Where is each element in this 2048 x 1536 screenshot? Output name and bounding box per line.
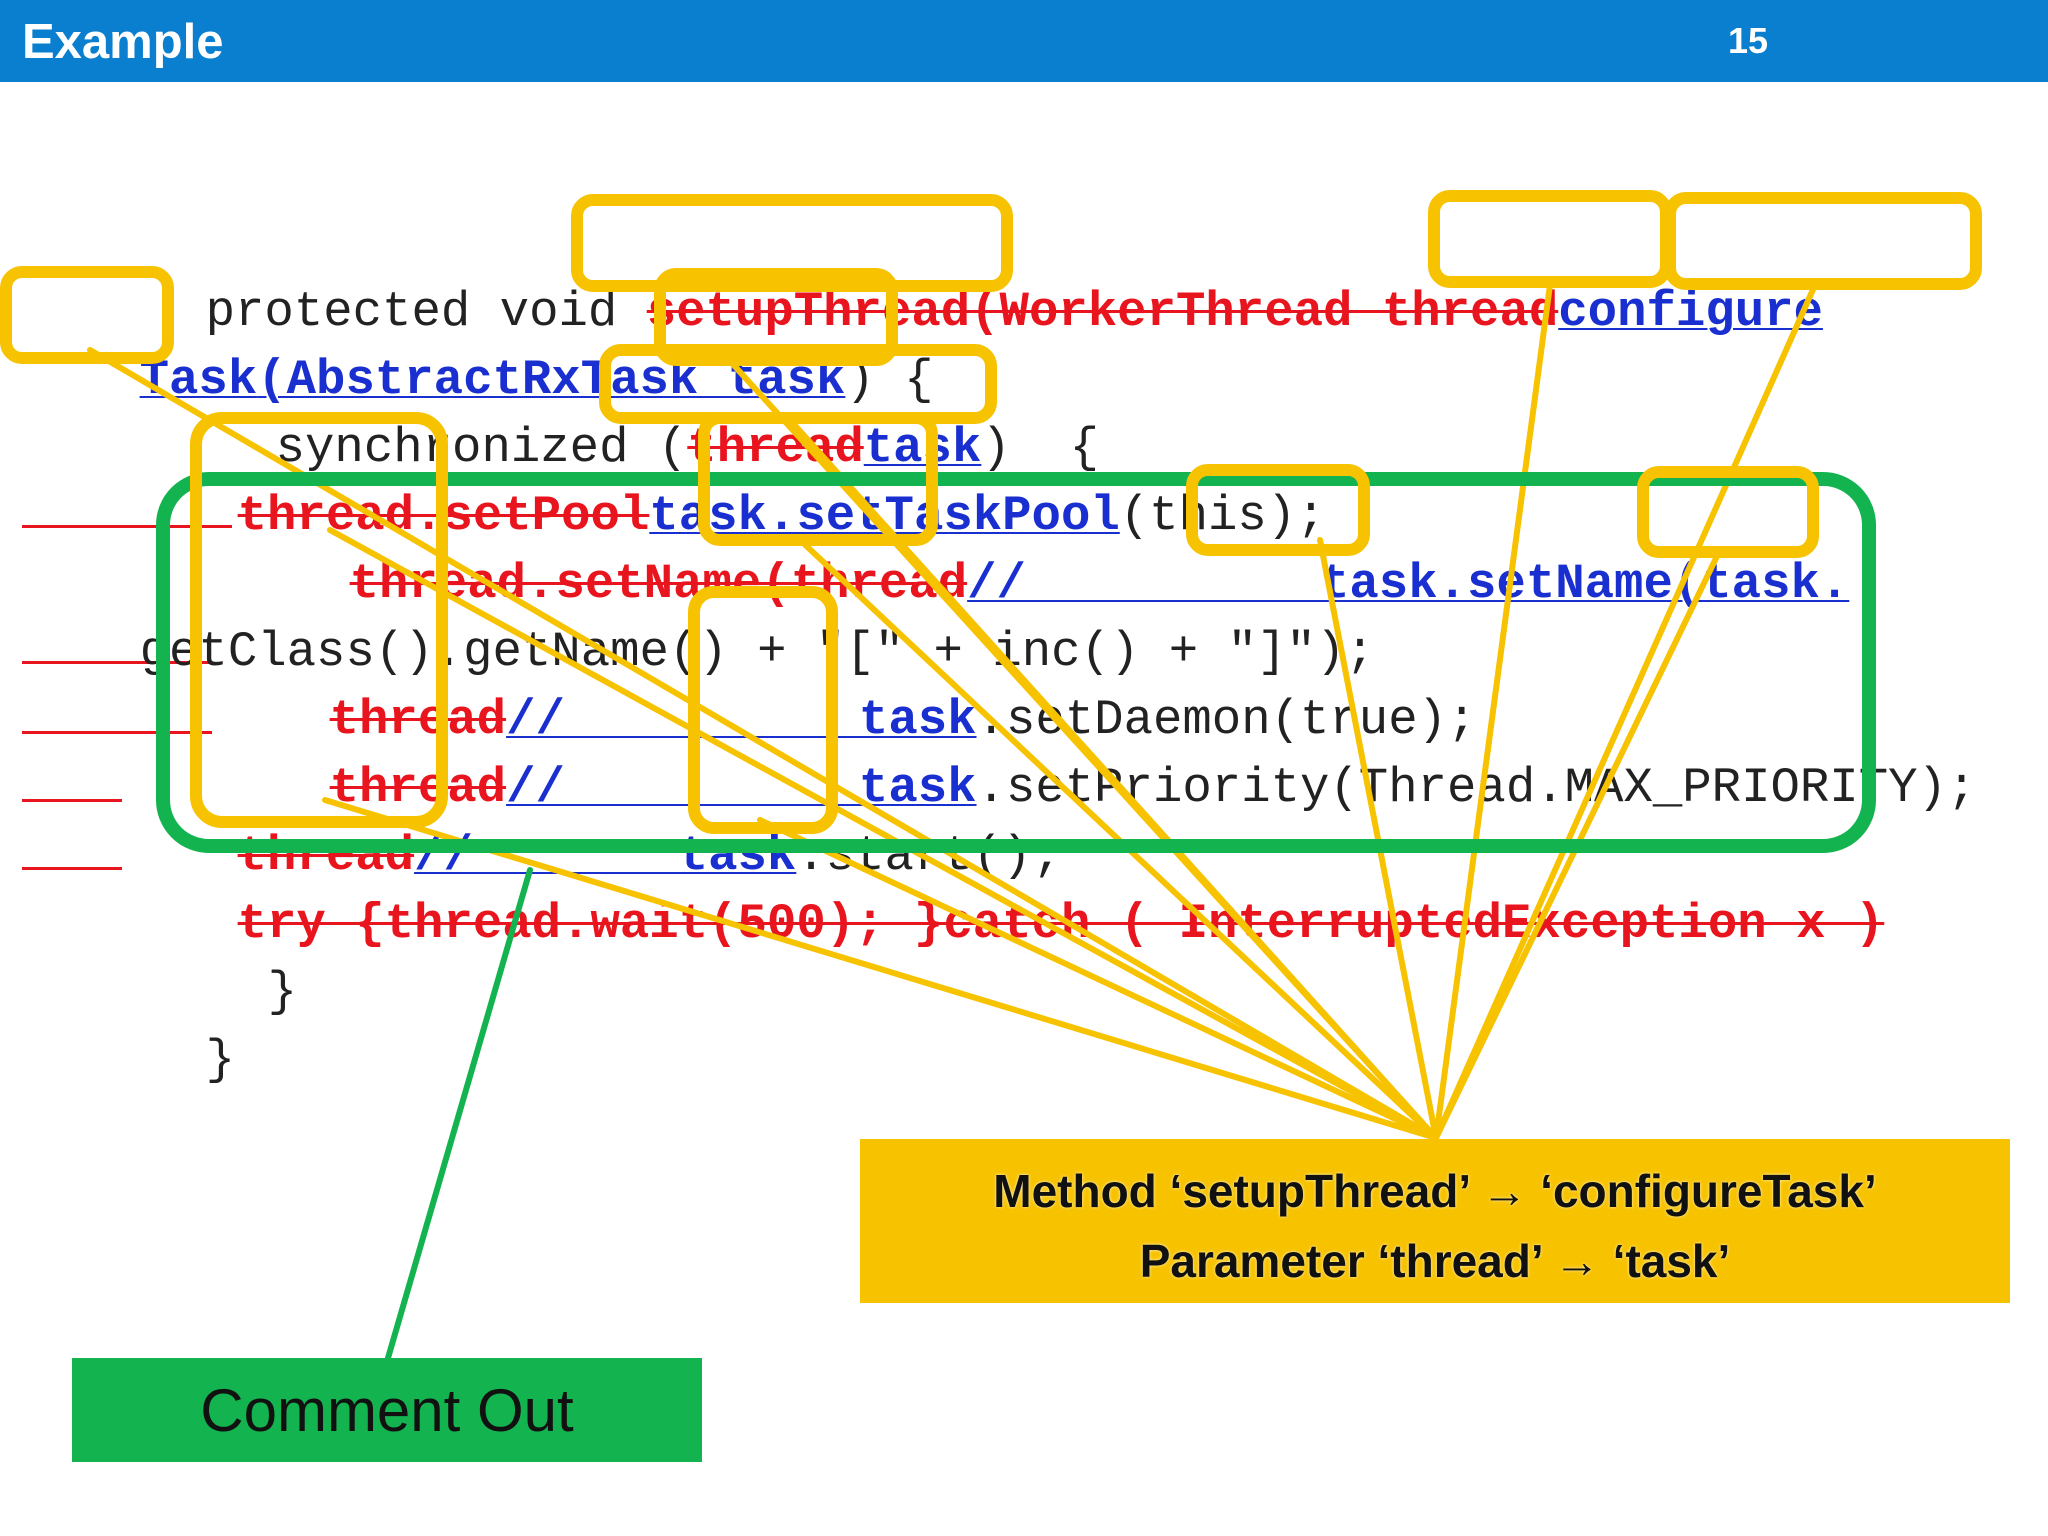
comment-out-label-box: Comment Out (72, 1358, 702, 1462)
comment-out-label: Comment Out (200, 1377, 574, 1444)
highlight-task-setName (1186, 464, 1370, 556)
code-line-7: thread// task.setDaemon(true); (212, 630, 1477, 810)
rename-callout: Method ‘setupThread’ → ‘configureTask’ P… (860, 1139, 2010, 1303)
highlight-thread-column (190, 412, 448, 828)
code-line-2: Task(AbstractRxTask task) { (22, 290, 934, 470)
highlight-task-getClass (1637, 466, 1819, 558)
highlight-Task (0, 266, 174, 364)
highlight-task-column (688, 586, 838, 834)
code-text: .setPriority(Thread.MAX_PRIORITY); (976, 760, 1977, 816)
code-text: (this); (1119, 488, 1326, 544)
connector-line (327, 527, 1439, 1141)
highlight-boxes (0, 190, 1982, 834)
deleted-text: thread (237, 828, 415, 884)
highlight-task-param (654, 268, 898, 366)
highlight-setupThread (571, 194, 1013, 292)
code-line-12: } (88, 970, 235, 1150)
page-number: 15 (1728, 20, 1769, 61)
highlight-thread-param (1428, 190, 1672, 288)
connector-line (757, 817, 1439, 1141)
deleted-text: thread (329, 692, 507, 748)
code-line-11: } (150, 902, 297, 1082)
connector-line (1433, 282, 1818, 1141)
highlight-setTaskPool (698, 412, 938, 546)
connector-line (1433, 282, 1553, 1141)
slide-header: Example 15 (0, 0, 2048, 82)
code-line-9: thread// task.start(); (120, 766, 1061, 946)
deleted-text: thread (329, 760, 507, 816)
highlight-configure (1664, 192, 1982, 290)
strike-line-10 (22, 867, 122, 870)
code-text: synchronized ( (275, 420, 688, 476)
code-line-8: thread// task.setPriority(Thread.MAX_PRI… (212, 698, 1977, 878)
slide-title: Example (22, 15, 224, 69)
strike-line-5 (22, 525, 232, 528)
code-text: ) { (981, 420, 1099, 476)
inserted-text: (AbstractRxTask task (257, 352, 846, 408)
deleted-text: setupThread(WorkerThread thread (646, 284, 1559, 340)
strike-line-7 (22, 661, 212, 664)
comment-out-region (156, 472, 1876, 853)
code-line-1: protected void setupThread(WorkerThread … (88, 222, 1823, 402)
inserted-text: configure (1558, 284, 1823, 340)
inserted-text: // task (506, 692, 977, 748)
connector-line (787, 417, 1439, 1141)
strike-line-9 (22, 799, 122, 802)
connector-line (322, 797, 1439, 1141)
deleted-text: try {thread.wait(500); }catch ( Interrup… (237, 896, 1885, 952)
inserted-text: // task (506, 760, 977, 816)
comment-connector-line (385, 867, 533, 1361)
strike-line-8 (22, 731, 212, 734)
code-text: } (205, 1032, 236, 1088)
code-text: } (267, 964, 298, 1020)
code-text: protected void (205, 284, 647, 340)
callout-method-rename: Method ‘setupThread’ → ‘configureTask’ (993, 1165, 1877, 1217)
code-line-10: try {thread.wait(500); }catch ( Interrup… (120, 834, 1885, 1014)
code-line-5: thread.setName(thread// task.setName(tas… (232, 494, 1850, 674)
inserted-text: // task.setName(task. (967, 556, 1850, 612)
callout-parameter-rename: Parameter ‘thread’ → ‘task’ (1139, 1235, 1731, 1287)
inserted-text: task (863, 420, 982, 476)
